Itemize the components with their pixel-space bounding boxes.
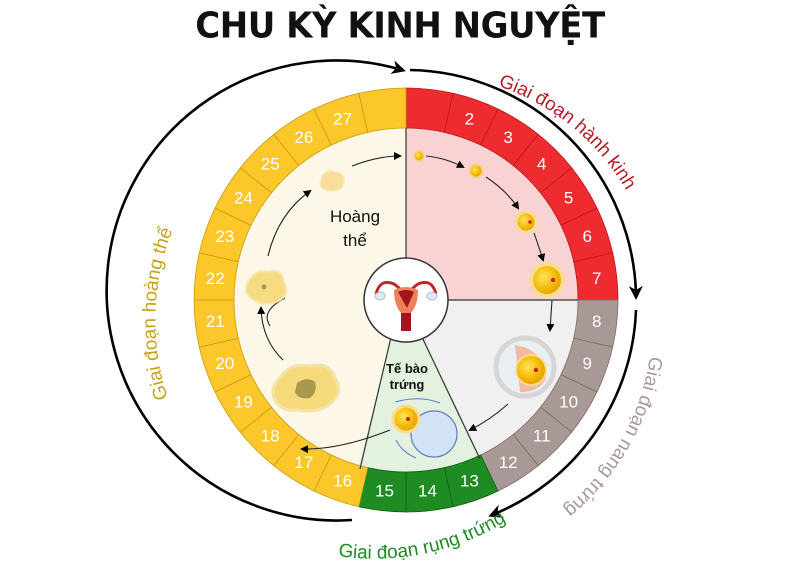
released-egg-illustration (300, 398, 458, 459)
day-number: 2 (465, 109, 474, 128)
day-number: 10 (559, 393, 578, 412)
day-number: 14 (418, 481, 437, 500)
day-number: 12 (499, 453, 518, 472)
quadrant-dividers (359, 128, 578, 470)
corpus-luteum-illustrations (245, 152, 402, 413)
day-number: 11 (533, 426, 551, 445)
inner-fill-menstrual (406, 128, 578, 300)
day-number: 26 (294, 128, 313, 147)
day-number: 8 (592, 312, 601, 331)
day-number: 6 (582, 227, 591, 246)
day-number: 21 (206, 312, 225, 331)
uterus-icon (363, 257, 449, 343)
day-number: 18 (261, 426, 280, 445)
day-number: 3 (503, 128, 512, 147)
day-number: 4 (537, 155, 546, 174)
follicle-growth-illustrations (413, 150, 565, 332)
egg-cell-label: Tế bào (386, 361, 428, 376)
mature-follicle-illustration (468, 335, 557, 431)
corpus-luteum-label: Hoàng (330, 207, 380, 226)
page-title: CHU KỲ KINH NGUYỆT (195, 5, 605, 47)
day-number: 15 (375, 481, 394, 500)
phase-label-ovulation: Giai đoạn rụng trứng (337, 507, 509, 561)
day-number: 19 (234, 393, 253, 412)
corpus-luteum-label-line2: thể (343, 231, 367, 250)
outer-arc-left (105, 59, 406, 522)
day-number: 25 (261, 155, 280, 174)
day-numbers: 2345678910111213141516171819202122232425… (206, 109, 602, 500)
day-number: 13 (460, 472, 479, 491)
day-number: 23 (215, 227, 234, 246)
day-number: 24 (234, 188, 253, 207)
phase-label-luteal: Giai đoạn hoàng thể (139, 225, 177, 403)
day-number: 9 (582, 354, 591, 373)
day-number: 20 (215, 354, 234, 373)
cycle-arrows (105, 59, 643, 522)
egg-cell-label-line2: trứng (390, 377, 425, 392)
day-number: 17 (294, 453, 313, 472)
day-number: 27 (333, 109, 352, 128)
outer-arc-right-bottom (488, 309, 638, 518)
day-number: 22 (206, 269, 225, 288)
day-number: 7 (592, 269, 601, 288)
day-number: 5 (564, 188, 573, 207)
day-segment-28 (358, 87, 407, 133)
day-ring (193, 87, 619, 513)
outer-arc-right-top (409, 68, 643, 300)
day-number: 16 (333, 472, 352, 491)
